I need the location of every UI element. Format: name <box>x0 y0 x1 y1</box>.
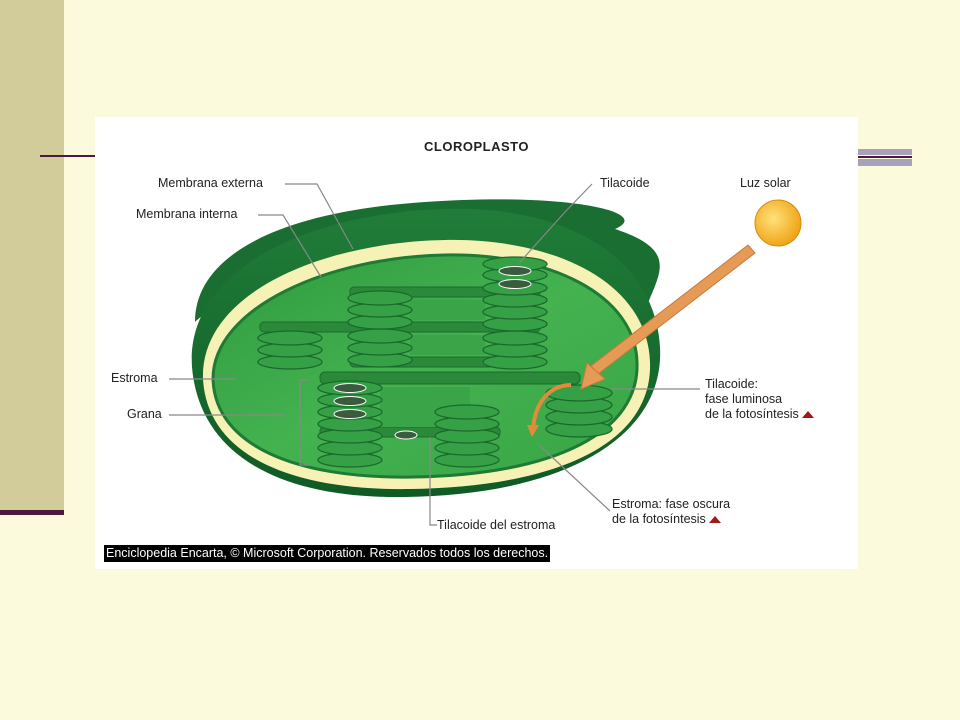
chloroplast-figure: CLOROPLASTO Membrana externa Membrana in… <box>95 117 858 569</box>
side-band-underline <box>0 510 64 515</box>
sunlight-arrow <box>580 244 756 390</box>
label-membrana-externa: Membrana externa <box>158 176 263 190</box>
credit-line: Enciclopedia Encarta, © Microsoft Corpor… <box>104 545 551 562</box>
right-rule-bottom <box>858 159 912 166</box>
label-estroma: Estroma <box>111 371 158 385</box>
label-estroma-fase-oscura: Estroma: fase oscura de la fotosíntesis <box>612 497 730 527</box>
right-rule-top <box>858 149 912 155</box>
leader-lines <box>169 183 700 526</box>
label-membrana-interna: Membrana interna <box>136 207 238 221</box>
stroma-cycle-arrowhead <box>527 425 539 437</box>
label-line-text: de la fotosíntesis <box>705 407 799 421</box>
right-rule-mid <box>858 156 912 158</box>
side-band <box>0 0 64 512</box>
granum-stacks <box>257 256 613 468</box>
label-line: de la fotosíntesis <box>705 407 814 422</box>
chloroplast-diagram <box>169 183 802 526</box>
left-rule <box>40 155 96 157</box>
triangle-up-icon[interactable] <box>801 411 814 418</box>
label-line: Tilacoide: <box>705 377 759 391</box>
thylakoid-lumens <box>333 266 532 440</box>
diagram-title: CLOROPLASTO <box>424 139 529 154</box>
stroma-cycle-arrow <box>531 383 572 430</box>
label-line-text: de la fotosíntesis <box>612 512 706 526</box>
label-line: fase luminosa <box>705 392 783 406</box>
label-tilacoide-fase-luminosa: Tilacoide: fase luminosa de la fotosínte… <box>705 377 814 422</box>
label-tilacoide: Tilacoide <box>600 176 650 190</box>
label-luz-solar: Luz solar <box>740 176 791 190</box>
label-line: Estroma: fase oscura <box>612 497 731 511</box>
sun-icon <box>754 199 802 247</box>
label-grana: Grana <box>127 407 162 421</box>
label-line: de la fotosíntesis <box>612 512 730 527</box>
label-tilacoide-del-estroma: Tilacoide del estroma <box>437 518 556 532</box>
triangle-up-icon[interactable] <box>708 516 721 523</box>
